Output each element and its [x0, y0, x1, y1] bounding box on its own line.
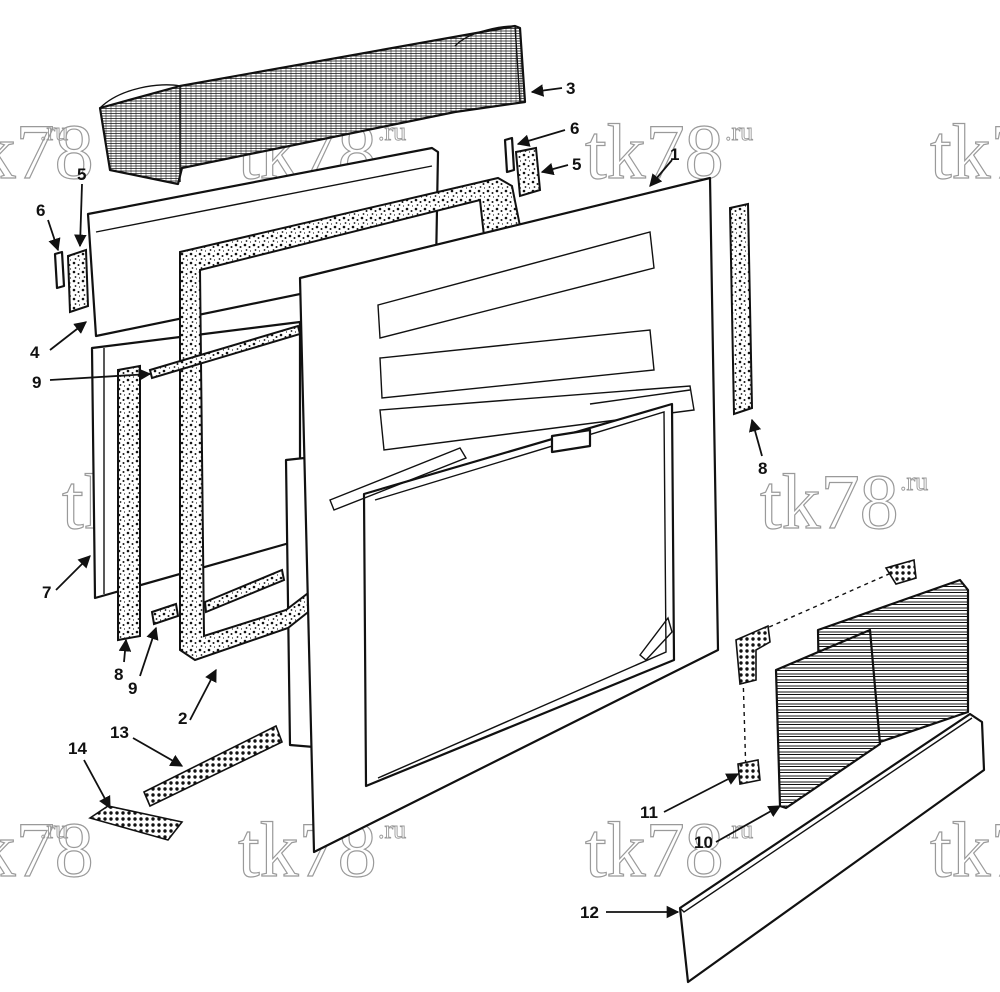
part-1-front-frame — [298, 176, 720, 854]
part-13-mesh-strip — [142, 724, 284, 808]
leader-8-right — [748, 418, 763, 457]
callout-12: 12 — [580, 903, 599, 922]
watermark: tk78 .ru — [584, 805, 753, 893]
part-10-vent-grille — [774, 578, 970, 810]
callout-13: 13 — [110, 723, 129, 742]
callout-8-right: 8 — [758, 459, 767, 478]
watermark: tk78 .ru — [237, 805, 406, 893]
leader-8-left — [118, 638, 132, 663]
svg-text:.ru: .ru — [725, 117, 753, 146]
part-5-pad-left — [66, 248, 90, 314]
callout-8-left: 8 — [114, 665, 123, 684]
callout-10: 10 — [694, 833, 713, 852]
leader-5-left — [74, 183, 87, 248]
watermark: tk78 — [929, 805, 1000, 893]
part-5-pad-right — [514, 146, 542, 198]
part-8-insulation-strip-right — [728, 202, 754, 416]
part-3-top-vent-cover — [98, 24, 527, 186]
part-11-mesh-screen — [735, 558, 917, 785]
watermark: tk78 — [929, 107, 1000, 195]
part-9-strip-lower — [150, 568, 286, 626]
part-8-insulation-strip-left — [117, 364, 141, 642]
leader-4 — [49, 321, 87, 351]
svg-text:tk78: tk78 — [760, 458, 899, 545]
svg-text:tk78: tk78 — [930, 108, 1000, 195]
callout-2: 2 — [178, 709, 187, 728]
svg-text:tk78: tk78 — [0, 806, 94, 893]
callout-6-right: 6 — [570, 119, 579, 138]
callout-9-upper: 9 — [32, 373, 41, 392]
part-12-kick-panel — [678, 712, 986, 984]
svg-text:tk78: tk78 — [930, 806, 1000, 893]
svg-text:.ru: .ru — [40, 815, 68, 844]
leader-1 — [649, 159, 673, 187]
leader-10 — [715, 805, 782, 843]
watermark: tk78 .ru — [759, 457, 928, 545]
callout-labels: 3 6 5 1 5 6 4 9 8 7 8 9 2 13 14 11 10 12 — [30, 79, 767, 922]
leader-14 — [83, 759, 111, 810]
callout-9-lower: 9 — [128, 679, 137, 698]
callout-3: 3 — [566, 79, 575, 98]
callout-6-left: 6 — [36, 201, 45, 220]
callout-14: 14 — [68, 739, 87, 758]
watermark: tk78 .ru — [0, 805, 94, 893]
svg-text:.ru: .ru — [900, 467, 928, 496]
leader-5-right — [540, 162, 569, 176]
callout-5-right: 5 — [572, 155, 581, 174]
callout-7: 7 — [42, 583, 51, 602]
part-6-clip-right — [503, 136, 516, 174]
svg-text:tk78: tk78 — [0, 108, 94, 195]
leader-11 — [663, 773, 740, 813]
callout-11: 11 — [640, 803, 658, 822]
watermark: tk78 .ru — [0, 107, 94, 195]
leader-3 — [530, 84, 563, 97]
leader-lines — [47, 84, 782, 919]
svg-text:.ru: .ru — [378, 815, 406, 844]
leader-13 — [132, 737, 184, 767]
part-9-strip-upper — [148, 324, 302, 380]
leader-9-upper — [49, 368, 152, 381]
svg-text:.ru: .ru — [40, 117, 68, 146]
callout-4: 4 — [30, 343, 40, 362]
leader-7 — [55, 555, 91, 591]
part-14-mesh-pad — [88, 805, 184, 841]
leader-6-left — [47, 219, 61, 252]
leader-9-lower — [139, 626, 159, 677]
callout-5-left: 5 — [77, 165, 86, 184]
leader-6-right — [516, 129, 566, 147]
leader-2 — [189, 668, 217, 721]
callout-1: 1 — [670, 145, 679, 164]
part-6-clip-left — [53, 250, 66, 290]
svg-text:tk78: tk78 — [585, 806, 724, 893]
